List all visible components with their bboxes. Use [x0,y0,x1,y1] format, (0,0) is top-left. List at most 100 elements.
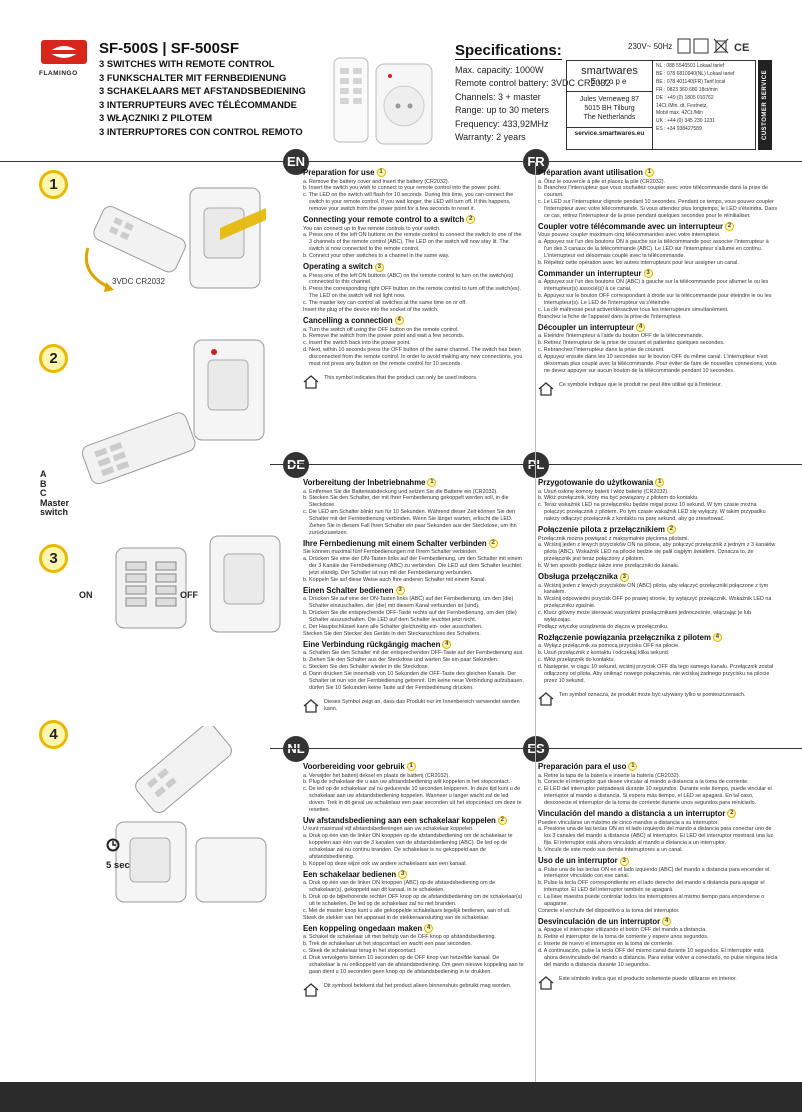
step-4-icon: 4 [39,720,68,749]
instruction-line: b. Wciśnij odpowiedni przycisk OFF po pr… [538,596,772,610]
phone-line: ES : +34 938427589 [656,126,702,133]
address-line: The Netherlands [583,114,636,121]
heading-text: Połączenie pilota z przełącznikiem [538,525,665,535]
spec-warranty: Warranty: 2 years [455,132,526,143]
instruction-line: Pueden vincularse un máximo de cinco man… [538,819,719,826]
language-badge-fr: FR [523,149,549,175]
instruction-line: b. Retire el interruptor de la toma de c… [538,934,709,941]
step-1-icon: 1 [39,170,68,199]
spec-frequency: Frequency: 433,92MHz [455,118,549,129]
instruction-line: Branchez la fiche de l'appareil dans la … [538,314,682,320]
title-de: 3 FUNKSCHALTER MIT FERNBEDIENUNG [99,71,287,83]
title-pl: 3 WŁĄCZNIKI Z PILOTEM [99,112,213,124]
footer-bar [0,1082,802,1112]
instruction-line: a. Press one of the left ON buttons on t… [303,232,522,253]
heading-text: Coupler votre télécommande avec un inter… [538,221,724,231]
label-b: B [40,478,47,489]
address-line: 5015 BH Tilburg [584,105,635,112]
indoor-house-icon [303,698,319,713]
title-fr: 3 INTERRUPTEURS AVEC TÉLÉCOMMANDE [99,98,297,110]
step-number-icon: 1 [427,478,437,488]
indoor-note: Ce symbole indique que le produit ne peu… [538,382,778,396]
heading-text: Ihre Fernbedienung mit einem Schalter ve… [303,538,487,548]
step-number-icon: 1 [406,762,416,772]
heading-text: Cancelling a connection [303,316,393,325]
label-master: Master [40,497,70,508]
instruction-line: b. Retirez l'interrupteur de la prise de… [538,340,725,347]
indoor-note-text: Ce symbole indique que le produit ne peu… [559,381,722,388]
heading-text: Découpler un interrupteur [538,322,635,332]
label-c: C [40,488,47,498]
timer-label: 5 sec [106,860,130,871]
spec-channels: Channels: 3 + master [455,91,541,102]
heading-text: Desvinculación de un interruptor [538,916,661,926]
step-number-icon: 4 [712,633,722,643]
heading-text: Een koppeling ongedaan maken [303,923,423,933]
phone-line: BE : 078 6810940(NL) Lokaal tarief [656,70,735,77]
label-a: A [40,469,47,479]
heading-text: Uso de un interruptor [538,856,618,866]
indoor-note-text: Este símbolo indica que el producto sola… [559,975,737,982]
specs-list: Max. capacity: 1000W Remote control batt… [455,64,611,144]
instruction-line: a. Entfernen Sie die Batterieabdeckung u… [303,488,498,495]
battery-label: 3VDC CR2032 [112,277,165,286]
indoor-note: Dit symbool betekent dat het product all… [303,983,525,997]
step-number-icon: 4 [394,316,404,326]
instruction-line: d. Następnie, w ciągu 10 sekund, wciśnij… [538,664,773,684]
heading-text: Uw afstandsbediening aan een schakelaar … [303,815,496,825]
instruction-line: b. Koppeln Sie auf diese Weise auch Ihre… [303,576,486,583]
heading-text: Eine Verbindung rückgängig machen [303,639,441,649]
instruction-line: a. Usuń osłonę komory baterii i włóż bat… [538,488,669,495]
heading-text: Commander un interrupteur [538,268,642,278]
instruction-line: b. Répétez cette opération avec les autr… [538,260,739,267]
indoor-house-icon [538,975,554,990]
heading-text: Obsługa przełącznika [538,572,618,582]
row-divider [270,748,802,749]
instruction-line: b. Press the corresponding right OFF but… [303,286,522,300]
step-number-icon: 3 [395,586,405,596]
instruction-line: b. W ten sposób podłącz także inne przeł… [538,563,680,570]
ce-weee-icon: CE [677,38,749,54]
service-address: Jules Verneweg 87 5015 BH Tilburg The Ne… [567,91,652,122]
instruction-line: a. Druk op één van de linker ON knoppen … [303,833,513,861]
customer-service-label: CUSTOMER SERVICE [758,60,772,150]
service-region: Europe [590,77,629,86]
heading-text: Connecting your remote control to a swit… [303,215,465,225]
indoor-note: Dieses Symbol zeigt an, dass das Produkt… [303,699,525,713]
heading-text: Een schakelaar bedienen [303,869,397,879]
product-image [328,50,438,150]
instruction-line: b. Druk op de bijbehorende rechter OFF k… [303,894,523,908]
section-heading: Uw afstandsbediening aan een schakelaar … [303,816,525,826]
instruction-line: b. Pulse la tecla OFF correspondiente en… [538,880,765,894]
step-number-icon: 2 [727,809,737,819]
instruction-line: b. Vincule de este modo sus demás interr… [538,847,683,854]
instruction-line: c. Teraz wskaźnik LED na przełączniku bę… [538,502,766,523]
heading-text: Rozłączenie powiązania przełącznika z pi… [538,632,711,642]
instruction-line: U kunt maximaal vijf afstandsbedieningen… [303,826,474,833]
service-url[interactable]: service.smartwares.eu [567,127,652,137]
instruction-line: a. Schakel de schakelaar uit met behulp … [303,934,496,941]
instruction-line: c. Inserte de nuevo el interruptor en la… [538,941,674,948]
instruction-line: a. Press one of the left ON buttons (ABC… [303,272,514,286]
step-number-icon: 2 [497,816,507,826]
instruction-line: c. Die LED am Schalter blinkt nun für 10… [303,509,517,536]
product-titles: 3 SWITCHES WITH REMOTE CONTROL 3 FUNKSCH… [99,57,306,139]
step-3-icon: 3 [39,544,68,573]
header-divider [0,161,802,162]
indoor-house-icon [303,375,319,389]
heading-text: Vinculación del mando a distancia a un i… [538,809,726,819]
battery-remote-icon [84,187,266,292]
step-number-icon: 4 [442,640,452,650]
instruction-line: Insert the plug of the device into the s… [303,307,439,314]
title-nl: 3 SCHAKELAARS MET AFSTANDSBEDIENING [99,85,306,97]
svg-text:CE: CE [734,42,749,54]
title-es: 3 INTERRUPTORES CON CONTROL REMOTO [99,125,303,137]
